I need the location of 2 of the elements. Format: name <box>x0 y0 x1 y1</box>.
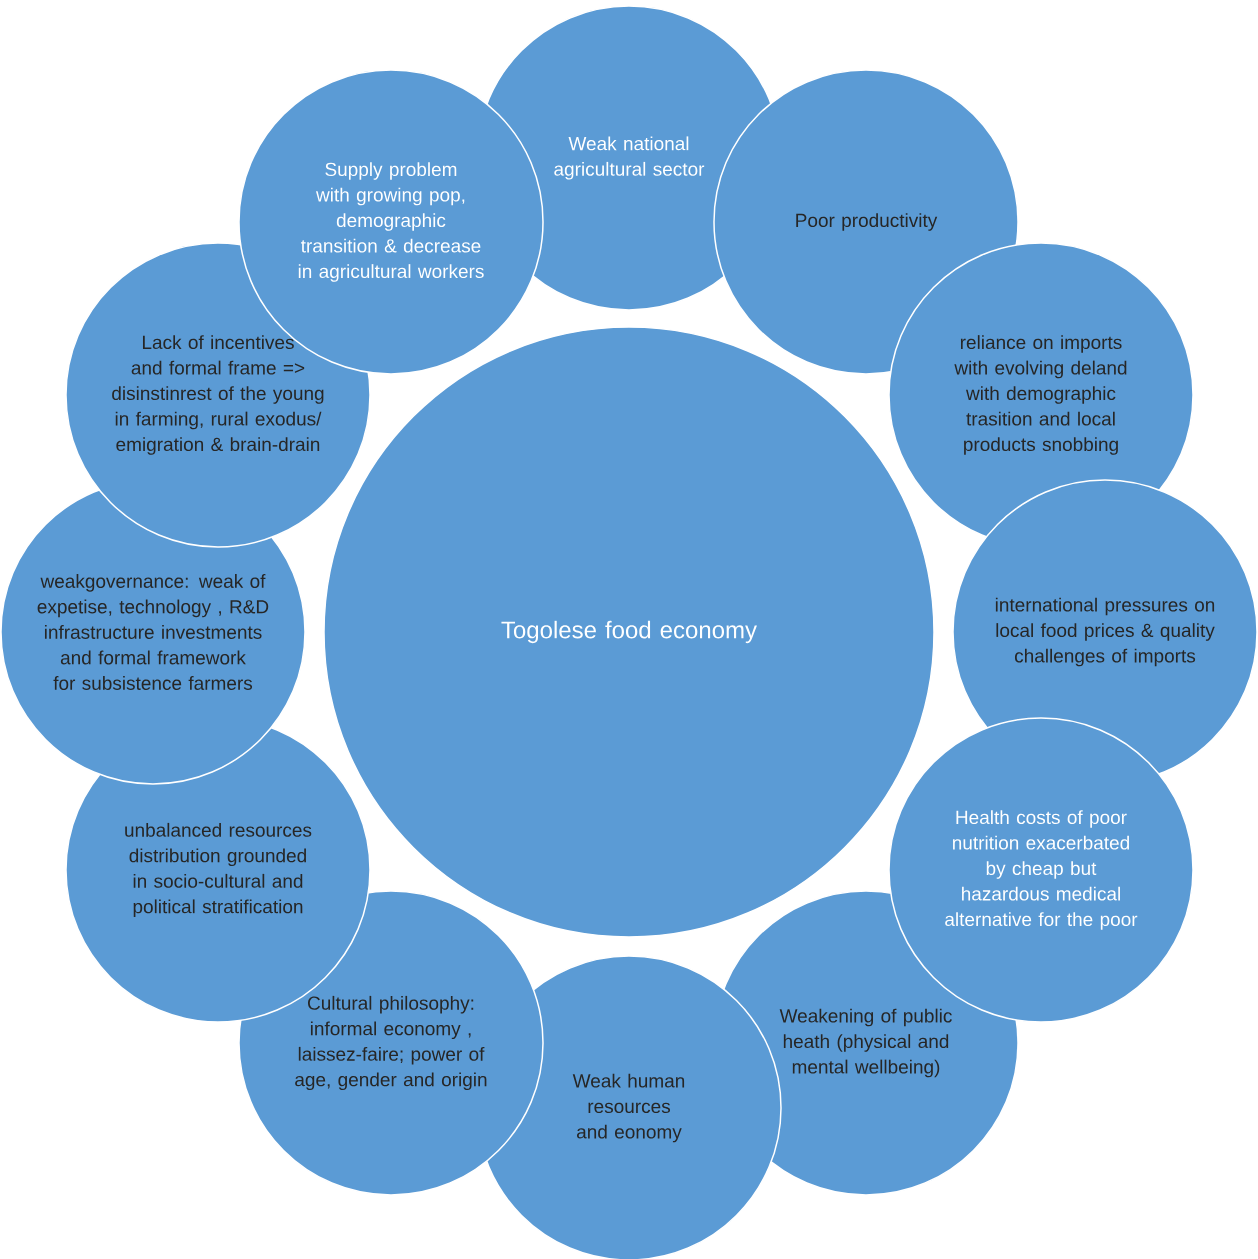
node-label: international pressures on local food prices & quality challenges of imports <box>995 597 1215 667</box>
node-label: Weak human resources and eonomy <box>572 1073 685 1143</box>
